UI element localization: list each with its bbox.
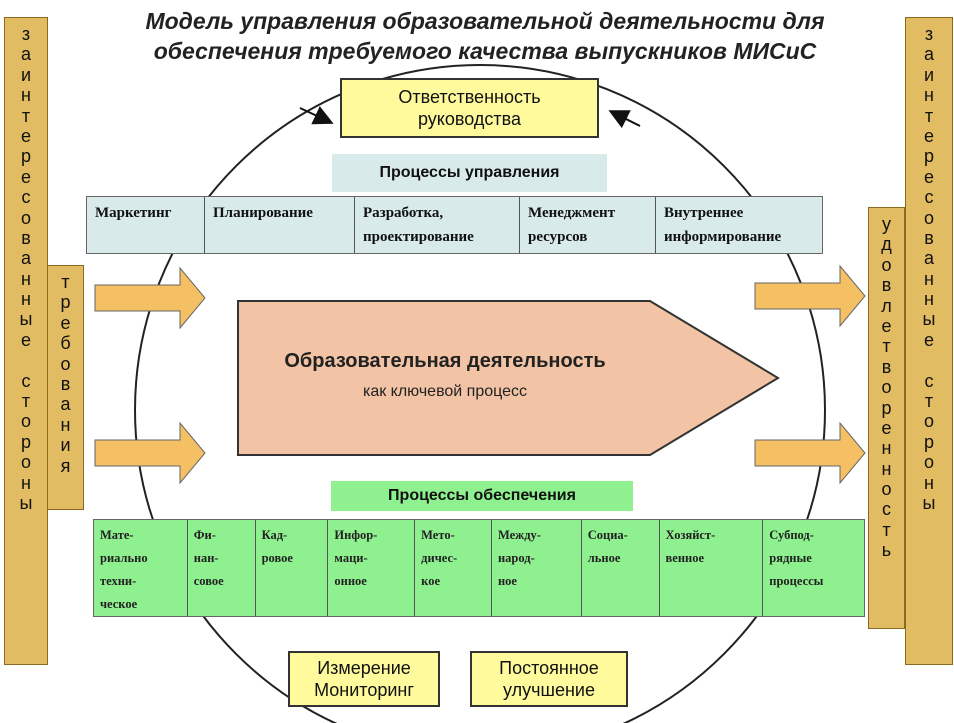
- support-cell-line: Между-: [497, 528, 541, 542]
- support-cell-line: Мето-: [421, 528, 455, 542]
- support-cell-line: совое: [193, 574, 224, 588]
- improvement-line-2: улучшение: [503, 680, 595, 700]
- support-cell-line: онное: [334, 574, 367, 588]
- support-cell-line: венное: [665, 551, 705, 565]
- management-processes-row: Маркетинг Планирование Разработка,проект…: [86, 196, 823, 254]
- management-responsibility-line-1: Ответственность: [398, 87, 541, 107]
- sup-cell-social: Социа-льное: [582, 520, 660, 616]
- input-arrow-bottom: [94, 421, 206, 485]
- sup-cell-material: Мате-риально техни-ческое: [94, 520, 188, 616]
- support-cell-line: кое: [421, 574, 441, 588]
- support-cell-line: льное: [587, 551, 621, 565]
- support-cell-line: ное: [497, 574, 517, 588]
- support-cell-line: Инфор-: [334, 528, 378, 542]
- continuous-improvement-box: Постоянное улучшение: [470, 651, 628, 707]
- sup-cell-information: Инфор-маци-онное: [328, 520, 416, 616]
- core-process-pentagon: [237, 300, 780, 456]
- support-processes-row: Мате-риально техни-ческое Фи-нан-совое Ка…: [93, 519, 865, 617]
- support-cell-line: Кад-: [261, 528, 288, 542]
- support-cell-line: нан-: [193, 551, 219, 565]
- cycle-arrow-right: [608, 110, 641, 129]
- sup-cell-personnel: Кад-ровое: [256, 520, 329, 616]
- diagram-title: Модель управления образовательной деятел…: [80, 6, 890, 66]
- support-cell-line: Хозяйст-: [665, 528, 716, 542]
- title-line-2: обеспечения требуемого качества выпускни…: [153, 38, 817, 64]
- improvement-line-1: Постоянное: [499, 658, 599, 678]
- input-arrow-top: [94, 266, 206, 330]
- measurement-monitoring-box: Измерение Мониторинг: [288, 651, 440, 707]
- measurement-line-1: Измерение: [317, 658, 411, 678]
- measurement-line-2: Мониторинг: [314, 680, 414, 700]
- mgmt-cell-design: Разработка,проектирование: [355, 197, 520, 253]
- support-cell-line: Фи-: [193, 528, 216, 542]
- support-processes-header: Процессы обеспечения: [331, 481, 633, 511]
- management-responsibility-line-2: руководства: [418, 109, 521, 129]
- sup-cell-methodical: Мето-дичес-кое: [415, 520, 492, 616]
- sup-cell-international: Между-народ-ное: [492, 520, 582, 616]
- management-processes-header: Процессы управления: [332, 154, 607, 192]
- support-cell-line: процессы: [769, 574, 824, 588]
- mgmt-cell-planning: Планирование: [205, 197, 355, 253]
- support-cell-line: ческое: [100, 597, 138, 611]
- support-cell-line: техни-: [100, 574, 137, 588]
- support-cell-line: риально: [100, 551, 148, 565]
- support-cell-line: ровое: [261, 551, 293, 565]
- process-cycle-circle: [134, 64, 826, 723]
- core-process-subtitle: как ключевой процесс: [362, 383, 528, 400]
- title-line-1: Модель управления образовательной деятел…: [145, 8, 825, 34]
- support-cell-line: Мате-: [100, 528, 134, 542]
- sup-cell-subcontract: Субпод-рядные процессы: [763, 520, 864, 616]
- support-cell-line: Социа-: [587, 528, 628, 542]
- management-responsibility-box: Ответственность руководства: [340, 78, 599, 138]
- core-process-title: Образовательная деятельность: [284, 350, 606, 372]
- sup-cell-economic: Хозяйст-венное: [660, 520, 764, 616]
- support-cell-line: Субпод-: [769, 528, 814, 542]
- mgmt-cell-marketing: Маркетинг: [87, 197, 205, 253]
- support-cell-line: дичес-: [421, 551, 458, 565]
- output-arrow-bottom: [754, 421, 866, 485]
- sup-cell-financial: Фи-нан-совое: [188, 520, 256, 616]
- support-cell-line: народ-: [497, 551, 535, 565]
- support-cell-line: рядные: [769, 551, 812, 565]
- output-arrow-top: [754, 264, 866, 328]
- cycle-arrow-left: [299, 106, 334, 125]
- support-cell-line: маци-: [334, 551, 368, 565]
